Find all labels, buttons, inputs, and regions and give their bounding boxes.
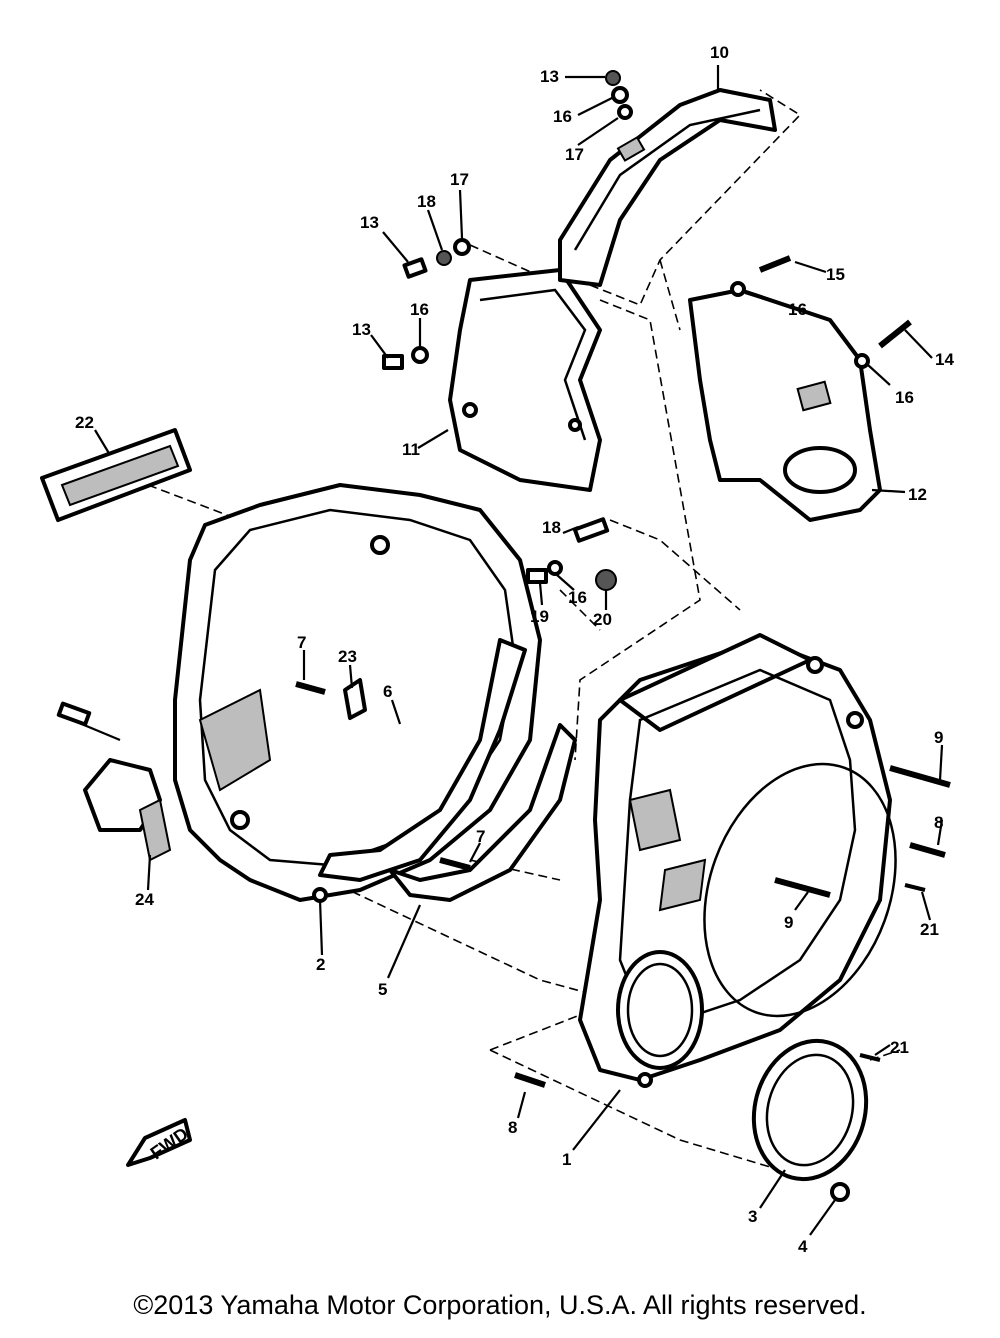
callout-15: 15 [826,265,845,284]
callout-13: 13 [352,320,371,339]
callout-18: 18 [542,518,561,537]
callout-7: 7 [297,633,306,652]
part-24-bracket [56,701,172,862]
callout-5: 5 [378,980,387,999]
callout-8: 8 [934,813,943,832]
leader-lines [94,65,944,1236]
callout-13: 13 [540,67,559,86]
callout-8: 8 [508,1118,517,1137]
callout-6: 6 [383,682,392,701]
part-12-bracket-plate [688,288,882,522]
part-1-inner-housing [578,633,897,1088]
callout-22: 22 [75,413,94,432]
callout-17: 17 [565,145,584,164]
part-11-upper-shroud [448,268,602,492]
callout-23: 23 [338,647,357,666]
callout-1: 1 [562,1150,571,1169]
callout-4: 4 [798,1237,808,1256]
callout-16: 16 [895,388,914,407]
callout-16: 16 [410,300,429,319]
callout-11: 11 [402,440,420,459]
callout-10: 10 [710,43,729,62]
callout-24: 24 [135,890,154,909]
callout-21: 21 [920,920,939,939]
callout-3: 3 [748,1207,757,1226]
callout-13: 13 [360,213,379,232]
part-10-duct [558,88,777,287]
callout-21: 21 [890,1038,909,1057]
callout-9: 9 [934,728,943,747]
callout-20: 20 [593,610,612,629]
callout-17: 17 [450,170,469,189]
callout-18: 18 [417,192,436,211]
callout-19: 19 [530,607,549,626]
callouts: 13 16 17 10 13 18 17 13 16 11 15 16 14 1… [75,43,954,1256]
callout-16: 16 [568,588,587,607]
part-22-decal [40,428,192,522]
callout-7: 7 [476,827,485,846]
fasteners [295,70,951,1202]
part-3-cover-plate [751,1038,869,1182]
callout-14: 14 [935,350,954,369]
callout-9: 9 [784,913,793,932]
callout-12: 12 [908,485,927,504]
callout-2: 2 [316,955,325,974]
callout-16: 16 [788,300,807,319]
part-5-retainer-band [318,638,577,902]
fwd-arrow: FWD [126,1118,192,1167]
copyright-notice: ©2013 Yamaha Motor Corporation, U.S.A. A… [133,1290,867,1320]
callout-16: 16 [553,107,572,126]
